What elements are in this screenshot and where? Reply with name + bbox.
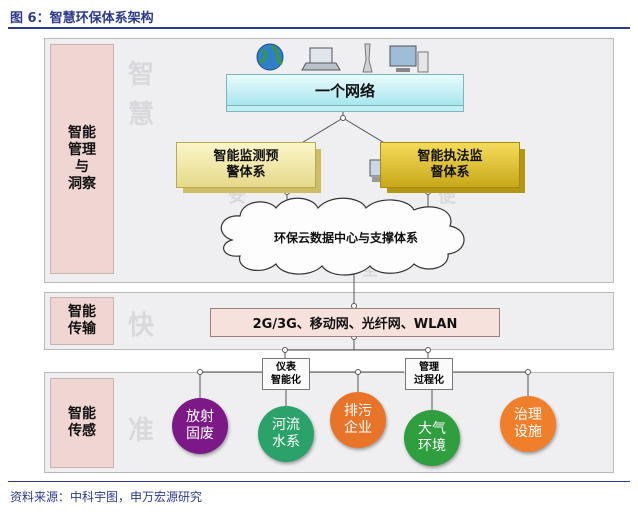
hub-instrument-intelligence: 仪表 智能化 <box>262 358 310 390</box>
tool-icon <box>362 43 373 73</box>
ghost-char-zhi: 智 <box>128 60 155 90</box>
figure-title: 图 6：智慧环保体系架构 <box>10 11 154 26</box>
enforcement-supervision-box: 智能执法监 督体系 <box>380 142 520 188</box>
sensor-radiation-waste: 放射 固废 <box>172 398 228 454</box>
transport-label: 智能 传输 <box>50 297 114 345</box>
sensor-rivers-water: 河流 水系 <box>258 406 314 462</box>
management-label: 智能 管理 与 洞察 <box>50 44 114 274</box>
ghost-char-bian: 便 <box>438 186 456 207</box>
network-bar: 一个网络 <box>226 74 464 106</box>
laptop-icon <box>301 47 341 71</box>
cloud-data-center-label: 环保云数据中心与支撑体系 <box>273 231 418 245</box>
globe-icon <box>256 43 284 71</box>
source-note: 资料来源：中科宇图，申万宏源研究 <box>10 490 203 504</box>
transport-bar: 2G/3G、移动网、光纤网、WLAN <box>210 308 500 337</box>
cloud-shape <box>220 197 465 276</box>
computer-icon <box>389 45 429 73</box>
ghost-char-an: 安 <box>228 186 246 207</box>
ghost-char-hui: 慧 <box>128 100 155 130</box>
ghost-char-kuai: 快 <box>128 311 155 341</box>
sensor-polluting-enterprise: 排污 企业 <box>330 392 386 448</box>
hub-management-process: 管理 过程化 <box>405 358 453 390</box>
ghost-char-zhun: 准 <box>128 416 155 446</box>
monitoring-warning-box: 智能监测预 警体系 <box>176 142 316 188</box>
title-rule <box>8 27 630 29</box>
sensor-treatment-facilities: 治理 设施 <box>500 396 556 452</box>
sensing-label: 智能 传感 <box>50 378 114 468</box>
sensor-air-environment: 大气 环境 <box>404 410 460 466</box>
footer-rule <box>8 481 630 482</box>
